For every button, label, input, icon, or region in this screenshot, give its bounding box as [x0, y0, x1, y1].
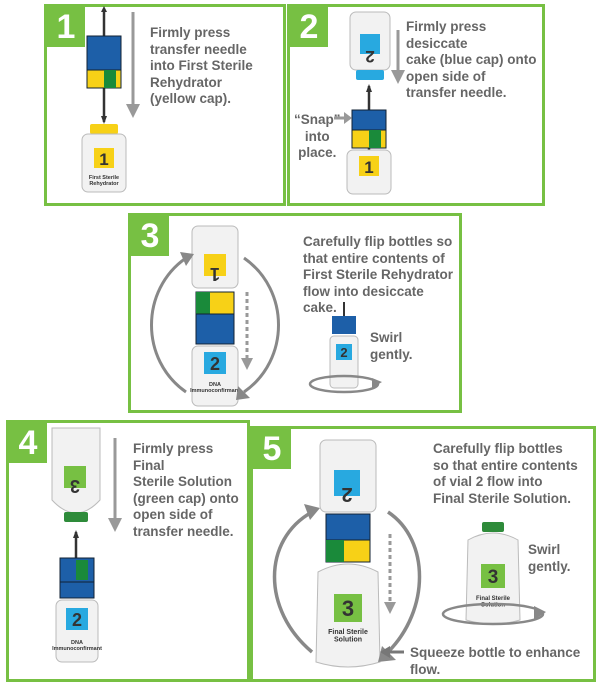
step-4-number: 4: [9, 423, 47, 463]
vial-2-number-top: 2: [365, 47, 374, 66]
step-5-instructions: Carefully flip bottles so that entire co…: [433, 441, 578, 506]
step-4-instructions: Firmly press Final Sterile Solution (gre…: [133, 441, 239, 539]
step-3-panel: 3 Carefully flip bottles so that entire …: [128, 213, 462, 413]
vial-1-number-p2: 1: [364, 158, 373, 177]
step-5-panel: 5 Carefully flip bottles so that entire …: [250, 426, 596, 682]
step-5-number: 5: [253, 429, 291, 469]
step-1-instructions: Firmly press transfer needle into First …: [150, 25, 253, 106]
vial-3-number-p4: 3: [70, 476, 80, 496]
step-1-number: 1: [47, 7, 85, 47]
step-3-instructions: Carefully flip bottles so that entire co…: [303, 234, 454, 315]
vial-3-number-p5: 3: [342, 596, 354, 621]
step-3-number: 3: [131, 216, 169, 256]
step-2-number: 2: [290, 7, 328, 47]
vial-2-number-p4: 2: [72, 610, 82, 630]
vial-2-number-p5: 2: [341, 483, 352, 505]
step-2-instructions: Firmly press desiccate cake (blue cap) o…: [406, 19, 537, 100]
squeeze-annotation: Squeeze bottle to enhance flow.: [410, 645, 581, 677]
vial-1-number: 1: [99, 150, 108, 169]
swirl-annotation-step3: Swirl gently.: [370, 330, 413, 362]
step-2-panel: 2 Firmly press desiccate cake (blue cap)…: [287, 4, 545, 206]
vial-3-number-p5-small: 3: [488, 567, 499, 588]
vial-2-number-p3-small: 2: [340, 345, 347, 360]
step-4-panel: 4 Firmly press Final Sterile Solution (g…: [6, 420, 250, 682]
swirl-annotation-step5: Swirl gently.: [528, 542, 571, 574]
vial-2-number-p3: 2: [210, 354, 220, 374]
snap-annotation: “Snap” into place.: [294, 112, 341, 160]
vial-1-number-p3: 1: [210, 264, 220, 284]
